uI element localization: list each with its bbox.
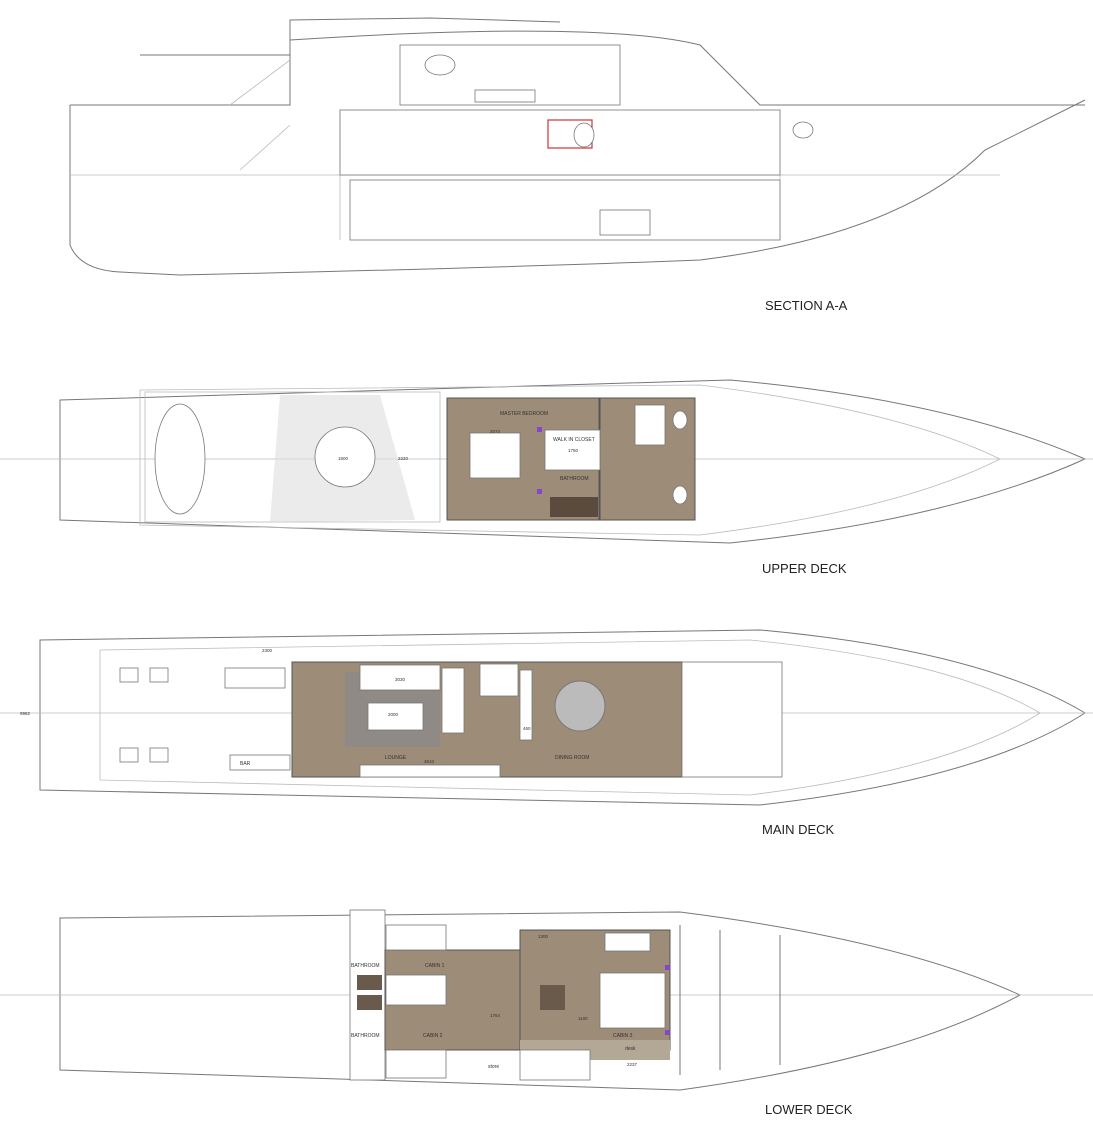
room-desk: desk (625, 1046, 636, 1052)
dimension-label: 2074 (490, 429, 501, 434)
room-bathroom-upper: BATHROOM (560, 476, 589, 482)
section-a-a-drawing: SECTION A-A (69, 17, 1086, 313)
main-deck-plan: LOUNGE DINING ROOM BAR 2000 3030 4510 46… (0, 629, 1093, 837)
dimension-label: 2000 (388, 712, 399, 717)
dimension-label: 4510 (424, 759, 435, 764)
dimension-label: 2300 (262, 648, 273, 653)
room-master-bedroom: MASTER BEDROOM (500, 411, 548, 417)
dimension-label: 2237 (627, 1062, 638, 1067)
section-a-a-title: SECTION A-A (765, 298, 848, 313)
room-walk-in-closet: WALK IN CLOSET (553, 437, 595, 443)
dimension-label: 460 (523, 726, 531, 731)
room-dining: DINING ROOM (555, 755, 589, 761)
main-deck-title: MAIN DECK (762, 822, 835, 837)
dimension-label: 2220 (398, 456, 409, 461)
room-lounge: LOUNGE (385, 755, 407, 761)
dimension-label: 1600 (338, 456, 349, 461)
dimension-label: 9982 (20, 711, 31, 716)
dimension-label: 1764 (490, 1013, 501, 1018)
room-bathroom-2: BATHROOM (351, 1033, 380, 1039)
dimension-label: 3030 (395, 677, 406, 682)
room-cabin-2: CABIN 2 (423, 1033, 443, 1039)
upper-deck-title: UPPER DECK (762, 561, 847, 576)
upper-deck-plan: MASTER BEDROOM WALK IN CLOSET BATHROOM 1… (0, 379, 1093, 576)
dimension-label: 1750 (568, 448, 579, 453)
room-cabin-3: CABIN 3 (613, 1033, 633, 1039)
lower-deck-title: LOWER DECK (765, 1102, 853, 1117)
dimension-label: 1300 (538, 934, 549, 939)
room-store: store (488, 1064, 499, 1070)
dimension-label: 1100 (578, 1016, 588, 1021)
room-cabin-1: CABIN 1 (425, 963, 445, 969)
lower-deck-plan: CABIN 1 CABIN 2 CABIN 3 BATHROOM BATHROO… (0, 909, 1093, 1117)
room-bar: BAR (240, 761, 251, 767)
room-bathroom-1: BATHROOM (351, 963, 380, 969)
